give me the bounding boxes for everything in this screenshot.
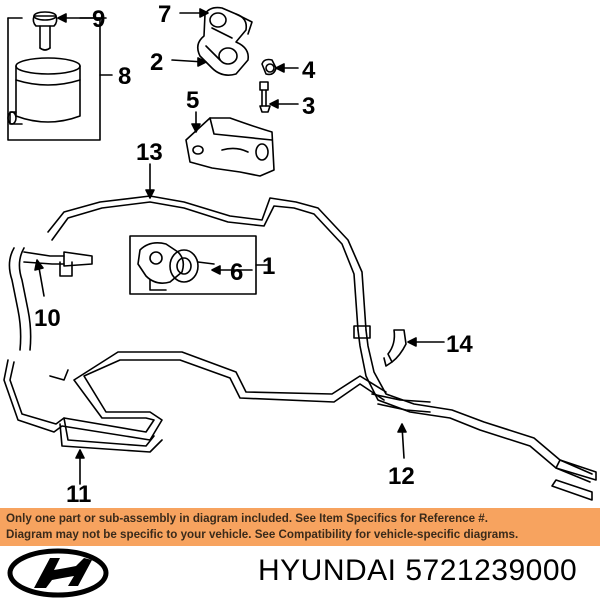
part-number: 5721239000 (405, 554, 578, 587)
callout-13: 13 (136, 139, 163, 166)
bolt-part (259, 81, 271, 113)
callout-14: 14 (446, 331, 473, 358)
notice-line-1: Only one part or sub-assembly in diagram… (6, 512, 488, 525)
hyundai-logo-icon (7, 548, 109, 598)
mounting-bracket-part (185, 117, 275, 177)
hose-clamp-part (383, 329, 407, 367)
notice-banner: Only one part or sub-assembly in diagram… (0, 508, 600, 546)
callout-9: 9 (92, 6, 105, 33)
return-tube-part (47, 195, 367, 331)
callout-10: 10 (34, 305, 61, 332)
callout-7: 7 (158, 1, 171, 28)
hose-part (8, 247, 93, 351)
callout-12: 12 (388, 463, 415, 490)
cooler-tube-part (3, 351, 387, 453)
callout-8: 8 (118, 63, 131, 90)
pump-assembly (129, 235, 269, 295)
part-title: HYUNDAI 5721239000 (258, 554, 577, 588)
pressure-tube-part (353, 325, 597, 501)
callout-leaders (34, 8, 445, 485)
nut-part (261, 58, 277, 76)
parts-diagram: 9 8 7 2 4 3 5 13 6 1 10 14 12 11 (3, 1, 597, 508)
callout-6: 6 (230, 259, 243, 286)
callout-5: 5 (186, 87, 199, 114)
brand-name: HYUNDAI (258, 554, 397, 587)
pump-bracket-part (196, 6, 253, 76)
callout-3: 3 (302, 93, 315, 120)
callout-4: 4 (302, 57, 316, 84)
callout-2: 2 (150, 49, 163, 76)
notice-line-2: Diagram may not be specific to your vehi… (6, 528, 519, 541)
callout-11: 11 (66, 481, 91, 508)
callout-1: 1 (262, 253, 275, 280)
footer: HYUNDAI 5721239000 (0, 546, 600, 600)
